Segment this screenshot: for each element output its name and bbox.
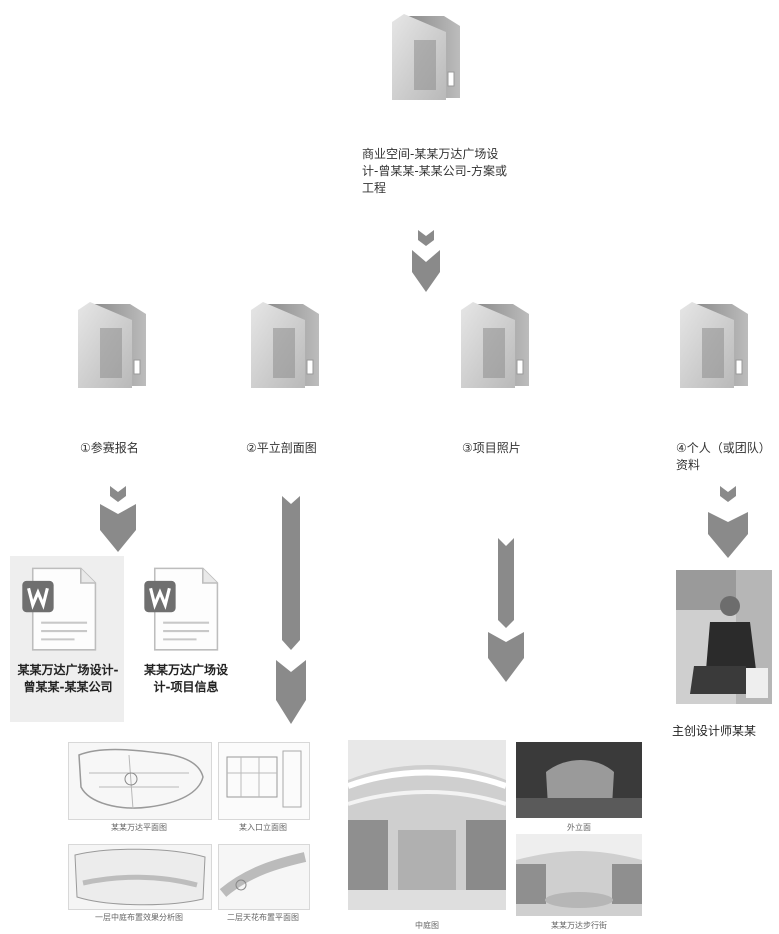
arrow-folder1-down [110,486,126,502]
arrow-root-down [418,230,434,246]
photo-caption: 某某万达步行街 [551,921,607,930]
drawing-thumbnail-plan[interactable] [68,742,212,820]
arrow-folder4-down [720,486,736,502]
designer-caption: 主创设计师某某 [672,724,757,738]
folder-label-profile: ④个人（或团队）资料 [676,441,771,472]
photo-atrium[interactable] [348,740,506,910]
folder-label-registration: ①参赛报名 [80,441,139,455]
photo-caption: 中庭图 [415,921,439,930]
drawing-caption: 一层中庭布置效果分析图 [95,913,183,922]
document-name-project-info[interactable]: 某某万达广场设计-项目信息 [143,663,228,694]
drawing-caption: 二层天花布置平面图 [227,913,299,922]
photo-street[interactable] [516,834,642,916]
designer-portrait[interactable] [676,570,772,704]
drawing-caption: 某入口立面图 [239,823,287,832]
folder-icon-photos[interactable] [455,300,535,390]
drawing-thumbnail-atrium[interactable] [68,844,212,910]
folder-icon-profile[interactable] [674,300,754,390]
folder-icon-drawings[interactable] [245,300,325,390]
word-doc-icon[interactable] [142,560,226,654]
document-name-registration[interactable]: 某某万达广场设计-曾某某-某某公司 [17,663,119,694]
drawing-thumbnail-elevation[interactable] [218,742,310,820]
arrow-folder2-down-main [276,660,306,724]
folder-label-photos: ③项目照片 [462,441,521,455]
word-doc-icon[interactable] [20,560,104,654]
drawing-thumbnail-ceiling[interactable] [218,844,310,910]
root-folder-icon[interactable] [386,12,466,102]
drawing-caption: 某某万达平面图 [111,823,167,832]
folder-icon-registration[interactable] [72,300,152,390]
root-folder-label: 商业空间-某某万达广场设计-曾某某-某某公司-方案或工程 [362,147,507,195]
folder-label-drawings: ②平立剖面图 [246,441,317,455]
photo-caption: 外立面 [567,823,591,832]
arrow-folder3-down [498,538,514,628]
arrow-folder1-down-main [100,504,136,552]
arrow-root-down-main [412,250,440,292]
arrow-folder4-down-main [708,512,748,558]
arrow-folder2-down [282,496,300,650]
photo-facade[interactable] [516,742,642,818]
arrow-folder3-down-main [488,632,524,682]
